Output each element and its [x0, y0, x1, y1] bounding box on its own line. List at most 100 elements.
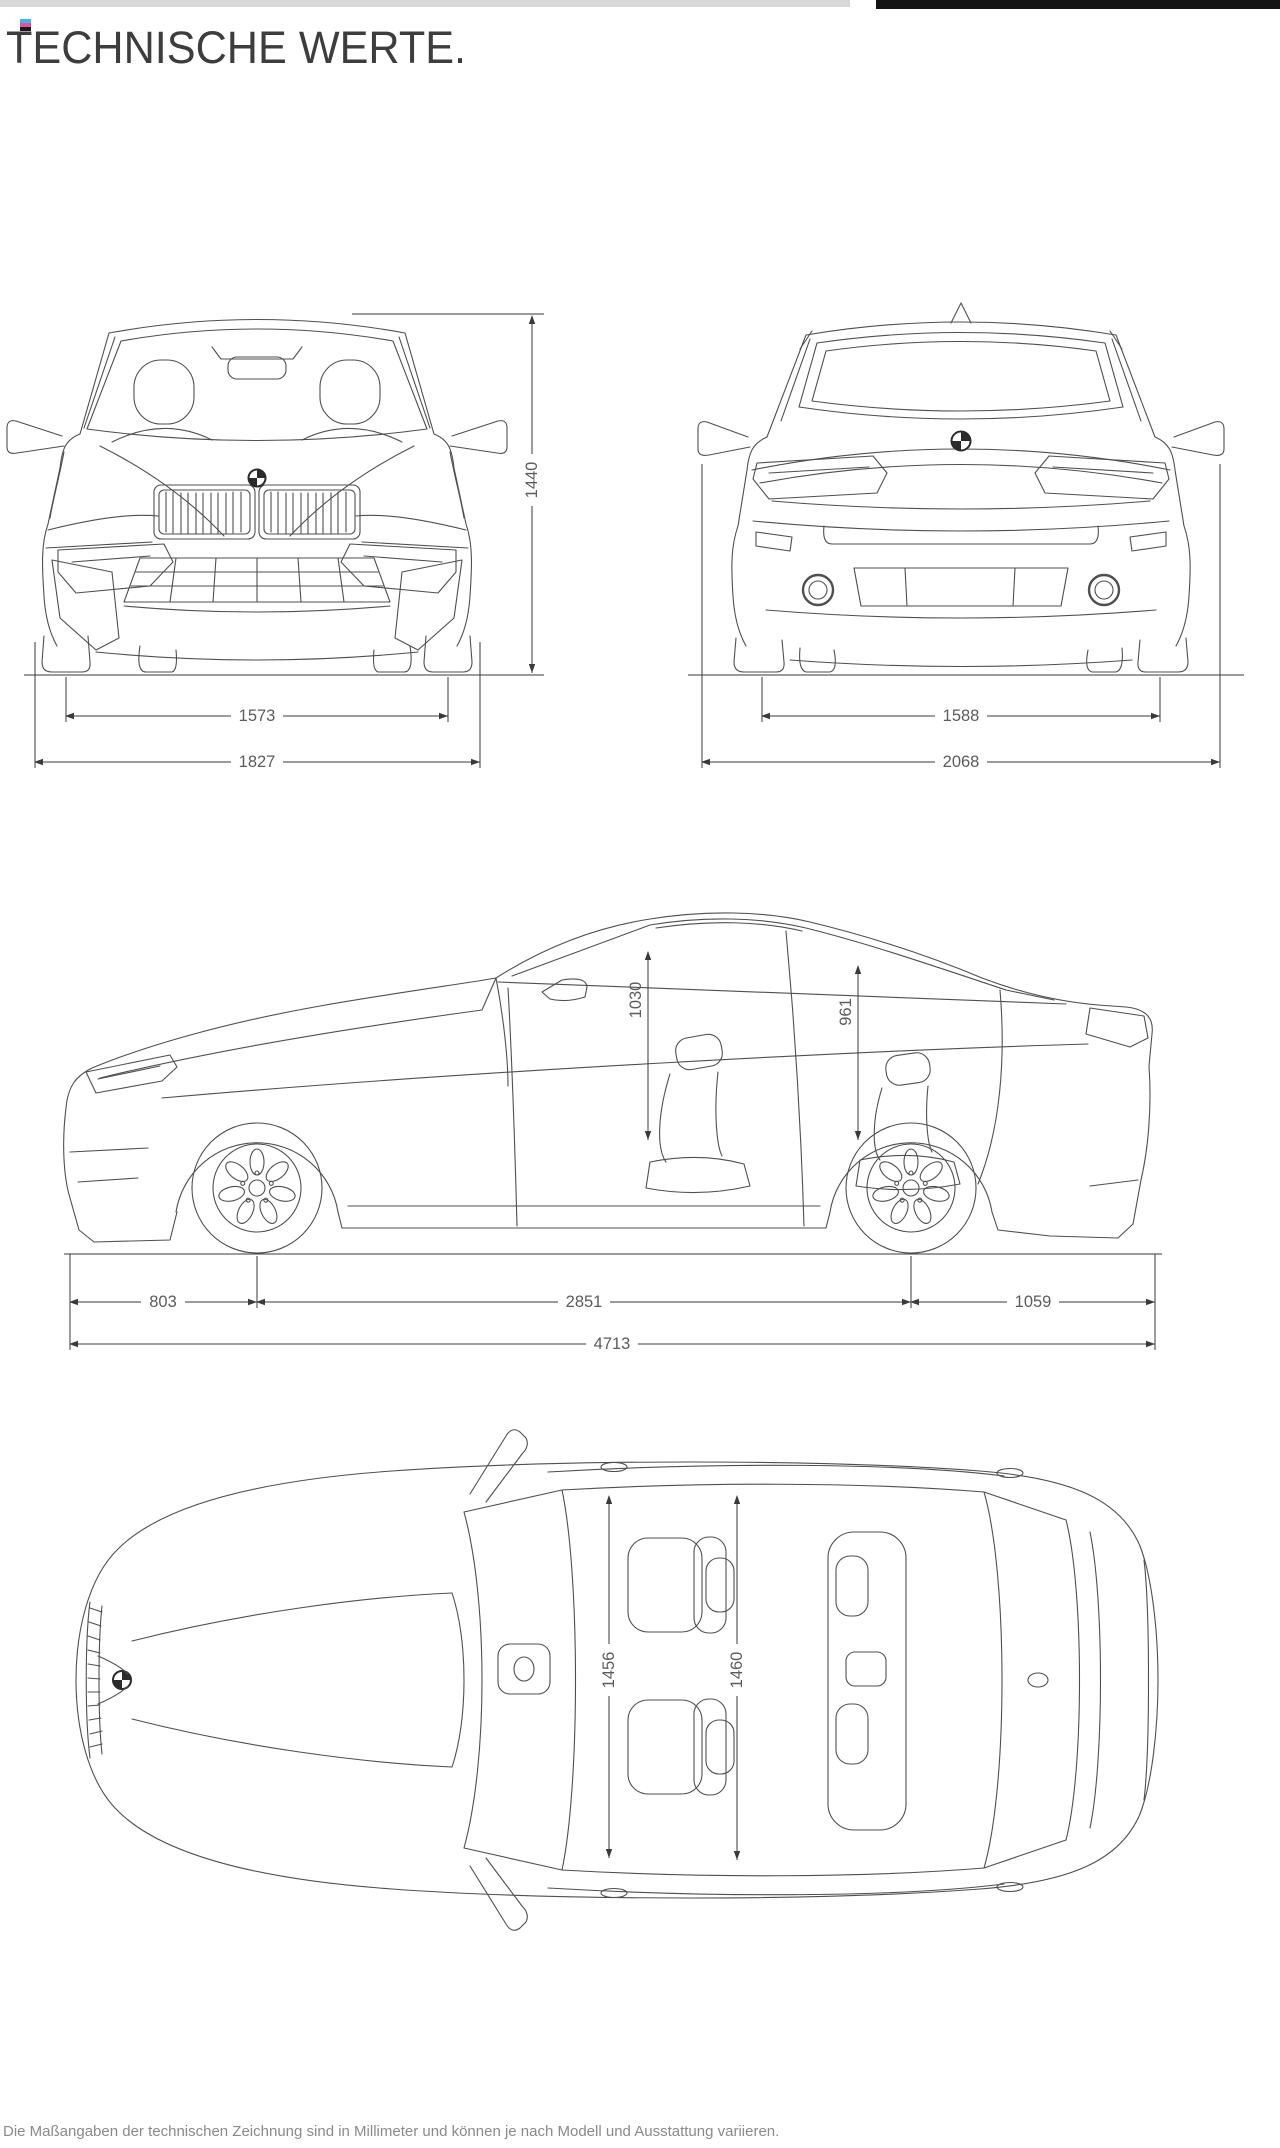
rear-bumper-lip: [789, 659, 1133, 668]
registration-stripe-black: [20, 27, 31, 31]
dim-value: 4713: [594, 1335, 631, 1353]
dim-label-rear-overhang: 1059: [1007, 1292, 1059, 1312]
top-body-outline: [75, 1461, 1159, 1899]
rear-reflectors: [755, 531, 1167, 552]
footnote: Die Maßangaben der technischen Zeichnung…: [3, 2123, 780, 2140]
label-backplate: [231, 706, 283, 726]
rear-view-drawing: [697, 302, 1225, 673]
top-rear-bench: [827, 1531, 907, 1831]
side-view-drawing: [63, 912, 1153, 1254]
dim-value: 1573: [239, 707, 276, 725]
rear-taillight-right: [1034, 455, 1170, 500]
bmw-roundel-icon: [247, 468, 267, 488]
front-width-extension-lines: [34, 642, 481, 768]
rear-mirror-right: [1171, 421, 1225, 456]
side-roof-inner-line: [655, 922, 803, 932]
side-sill: [337, 1211, 831, 1229]
bmw-roundel-icon: [950, 430, 972, 452]
front-mudflap-left: [138, 645, 178, 673]
dim-value: 2851: [566, 1293, 603, 1311]
front-chin-lines: [95, 605, 419, 661]
side-upper-profile: [65, 912, 1153, 1109]
front-fender-creases: [49, 451, 465, 519]
front-mirror-right: [449, 420, 508, 454]
dim-label-length: 4713: [586, 1334, 638, 1354]
dim-label-front-track: 1573: [231, 706, 283, 726]
dim-label-headroom-front: 1030: [627, 982, 645, 1019]
rear-body-outline: [731, 321, 1191, 647]
dim-value: 1588: [943, 707, 980, 725]
side-bumper-details: [69, 1147, 1139, 1187]
dim-label-front-width: 1827: [231, 752, 283, 772]
top-front-seat-right: [627, 1698, 735, 1796]
front-windshield: [86, 328, 428, 442]
top-trunk-seams: [1089, 1531, 1150, 1829]
rear-license-recess: [823, 525, 1099, 545]
front-side-duct-right: [394, 559, 463, 651]
label-backplate: [727, 1644, 747, 1696]
top-roof: [561, 1483, 985, 1877]
rear-bumper-band: [752, 520, 1170, 532]
front-shoulder-lines: [47, 514, 467, 531]
dim-label-interior-width-front: 1456: [599, 1644, 619, 1696]
dim-label-rear-width: 2068: [935, 752, 987, 772]
top-front-seat-left: [627, 1536, 735, 1634]
side-rear-arch: [829, 1142, 993, 1213]
print-trim-bar-black: [876, 0, 1280, 9]
front-side-duct-left: [51, 559, 120, 651]
rear-mirror-extension-lines: [701, 464, 1221, 768]
rear-roof-drip-lines: [799, 330, 1123, 350]
registration-stripe-magenta: [20, 23, 31, 27]
side-front-face: [63, 1107, 95, 1243]
side-door-seams: [507, 930, 1003, 1227]
dim-label-wheelbase: 2851: [558, 1292, 610, 1312]
front-sensor-housing: [211, 346, 303, 360]
front-hood-creases: [99, 445, 415, 537]
rear-trunk-lower-edge: [771, 500, 1151, 510]
dim-value: 2068: [943, 753, 980, 771]
top-grille-band: [85, 1601, 103, 1759]
top-antenna-fin: [1027, 1672, 1049, 1688]
print-trim-bar-gray: [0, 0, 850, 7]
side-front-arch: [175, 1142, 339, 1213]
side-character-line: [161, 1043, 1089, 1099]
rear-deck-arcs: [751, 448, 1171, 484]
label-backplate: [558, 1292, 610, 1312]
rear-mudflap-left: [799, 647, 836, 673]
dim-value: 1030: [627, 982, 645, 1019]
top-view-drawing: [75, 1429, 1159, 1931]
label-backplate: [935, 706, 987, 726]
top-rear-glass: [983, 1491, 1081, 1869]
dim-value: 1460: [728, 1652, 746, 1689]
front-mirror-left: [6, 420, 65, 454]
front-headrest-left: [133, 359, 195, 425]
label-backplate: [522, 454, 542, 506]
registration-stripe-cyan: [20, 19, 31, 23]
side-front-seat: [645, 1033, 751, 1194]
front-kidney-grilles: [153, 484, 361, 540]
dim-label-rear-track: 1588: [935, 706, 987, 726]
top-cowl: [451, 1592, 465, 1768]
side-headlight: [85, 1054, 178, 1094]
side-beltline: [497, 981, 1067, 1005]
front-body-outline: [41, 318, 473, 647]
front-tire-left: [41, 635, 91, 673]
front-bumper-top-lines: [45, 541, 469, 549]
rear-mudflap-right: [1086, 647, 1123, 673]
dim-label-front-height: 1440: [522, 454, 542, 506]
rear-diffuser: [853, 567, 1069, 607]
side-hood-seam: [99, 977, 509, 1087]
front-headrest-right: [319, 359, 381, 425]
side-front-lower: [93, 1211, 178, 1243]
rear-tire-right: [1137, 637, 1189, 673]
side-rear-wheel: [845, 1122, 977, 1254]
label-backplate: [1007, 1292, 1059, 1312]
front-view-drawing: [6, 318, 508, 673]
rear-c-pillars: [780, 338, 1142, 422]
rear-taillight-left: [752, 455, 888, 500]
label-backplate: [141, 1292, 185, 1312]
rear-tire-left: [733, 637, 785, 673]
rear-exhaust-right: [1087, 573, 1121, 607]
dim-value: 1440: [523, 462, 541, 499]
